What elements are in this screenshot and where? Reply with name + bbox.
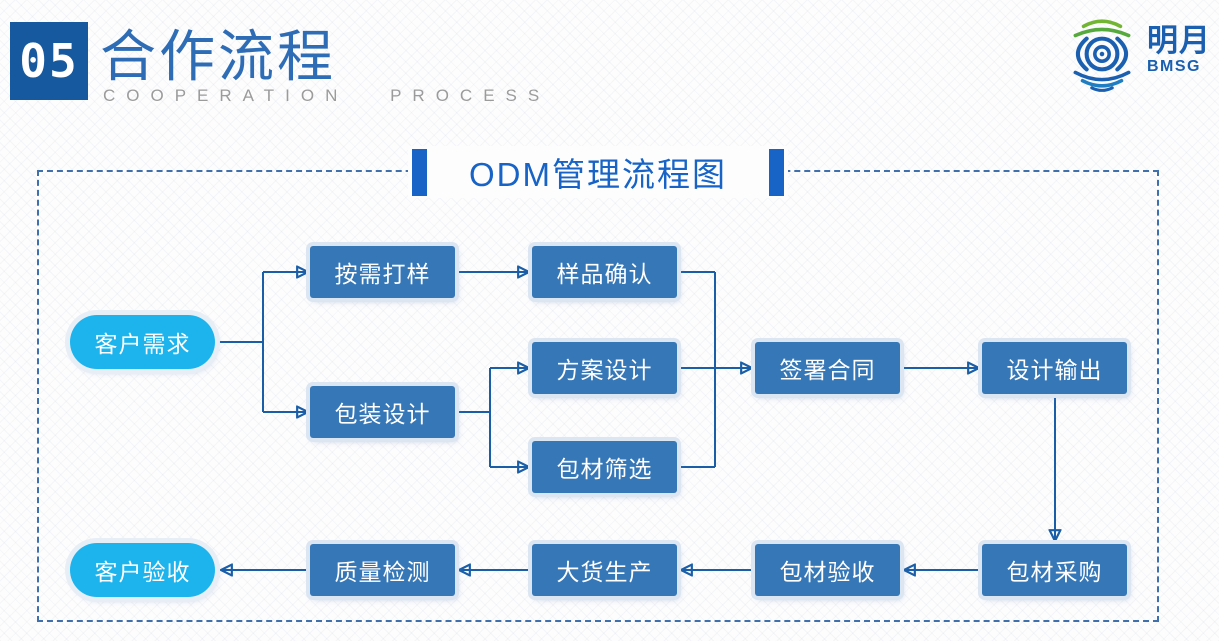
logo-text: 明月 BMSG [1147, 25, 1211, 76]
node-mass-production: 大货生产 [532, 544, 677, 596]
node-material-acceptance: 包材验收 [755, 544, 900, 596]
node-sign-contract: 签署合同 [755, 342, 900, 394]
node-quality-inspection: 质量检测 [310, 544, 455, 596]
moon-eye-logo-icon [1073, 19, 1131, 92]
node-design-output: 设计输出 [982, 342, 1127, 394]
page-title: 合作流程 [100, 27, 336, 89]
node-packaging-design: 包装设计 [310, 386, 455, 438]
logo-name: 明月 [1147, 23, 1211, 58]
node-sample-confirm: 样品确认 [532, 246, 677, 298]
node-material-purchase: 包材采购 [982, 544, 1127, 596]
node-customer-acceptance: 客户验收 [70, 543, 215, 597]
page-subtitle: COOPERATION PROCESS [103, 86, 551, 105]
section-number: 05 [19, 34, 79, 88]
node-material-screening: 包材筛选 [532, 441, 677, 493]
company-logo: 明月 BMSG [1061, 13, 1211, 95]
node-customer-demand: 客户需求 [70, 315, 215, 369]
node-sample-on-demand: 按需打样 [310, 246, 455, 298]
logo-abbr: BMSG [1147, 58, 1201, 75]
section-number-box: 05 [10, 22, 88, 100]
node-solution-design: 方案设计 [532, 342, 677, 394]
